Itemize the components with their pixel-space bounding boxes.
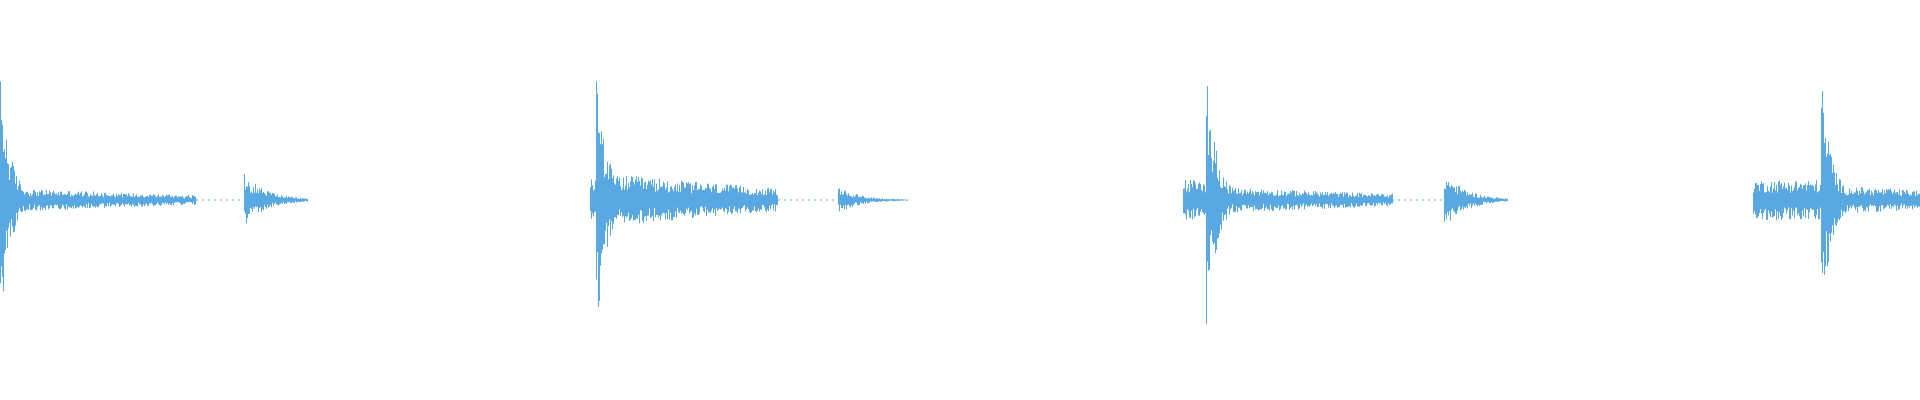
waveform-path	[0, 81, 1920, 324]
waveform-bars	[0, 81, 1920, 324]
